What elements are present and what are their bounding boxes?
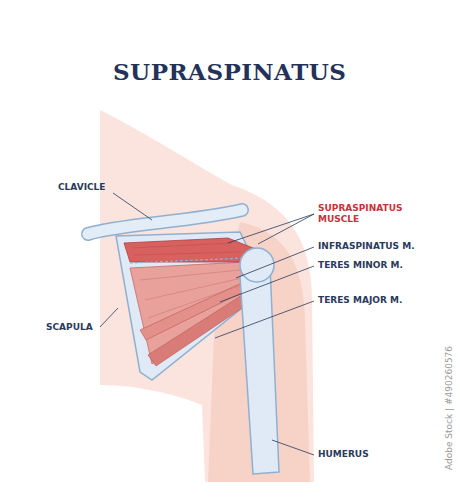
label-anchor: SUPRASPINATUS [113, 58, 346, 87]
part-label: TERES MAJOR M. [318, 295, 402, 306]
part-label: INFRASPINATUS M. [318, 241, 415, 252]
supraspinatus-fibers [132, 243, 240, 255]
leader-lines [100, 193, 314, 455]
label-anchor: INFRASPINATUS M. [318, 241, 415, 252]
diagram-title: SUPRASPINATUS [113, 58, 346, 87]
label-anchor: HUMERUS [318, 449, 369, 460]
part-label: HUMERUS [318, 449, 369, 460]
label-anchor: SUPRASPINATUS MUSCLE [318, 203, 418, 226]
part-label: SCAPULA [46, 322, 93, 333]
supraspinatus-muscle [124, 238, 258, 262]
label-anchor: TERES MAJOR M. [318, 295, 402, 306]
muscle-fibers [140, 270, 244, 318]
part-label: TERES MINOR M. [318, 260, 403, 271]
label-anchor: SCAPULA [46, 322, 93, 333]
body-silhouette [100, 110, 314, 482]
label-anchor: CLAVICLE [58, 182, 106, 193]
watermark: Adobe Stock | #490260576 [444, 346, 455, 470]
part-label: CLAVICLE [58, 182, 106, 193]
part-label: SUPRASPINATUS MUSCLE [318, 203, 418, 226]
label-anchor: TERES MINOR M. [318, 260, 403, 271]
label-anchor: Adobe Stock | #490260576 [444, 346, 455, 470]
scapular-spine [130, 258, 245, 263]
clavicle-bone [88, 210, 242, 234]
humerus-shaft [240, 266, 279, 474]
clavicle-outline [88, 210, 242, 234]
